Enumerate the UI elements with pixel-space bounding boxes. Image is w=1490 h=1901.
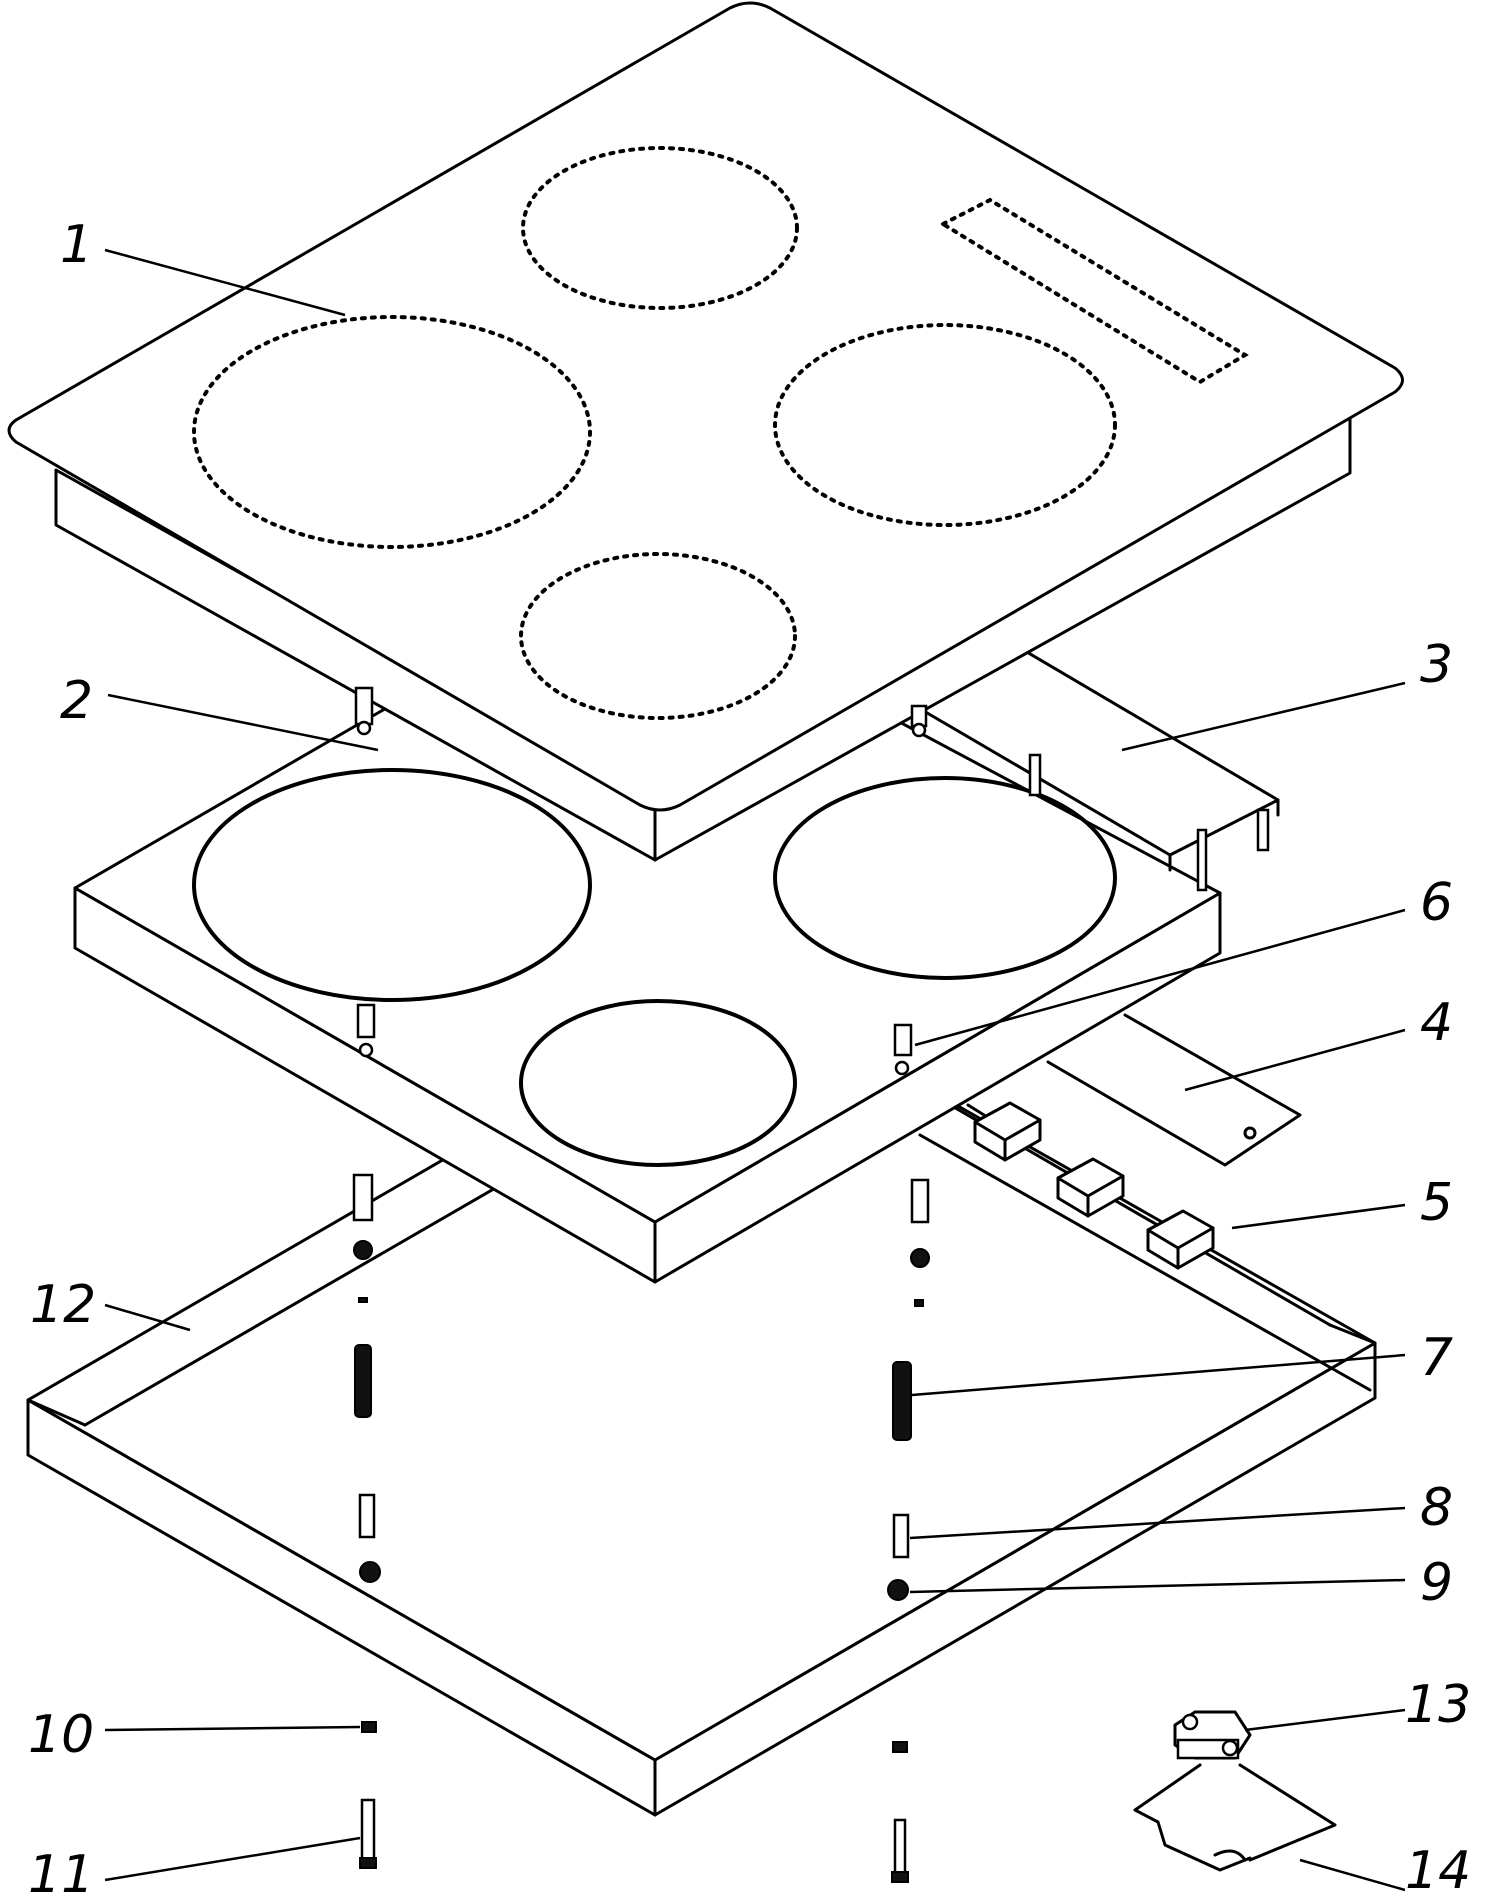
leader-line-11	[104, 1836, 361, 1882]
grommet	[359, 1561, 381, 1583]
sleeve	[358, 1493, 376, 1539]
part-labels: 1 2 3 4 5 6 7 8 9 10 11 12 13 14	[28, 215, 1471, 1901]
fastener	[893, 1023, 913, 1057]
part-label-4: 4	[1420, 993, 1453, 1053]
switch-block	[1146, 1209, 1215, 1270]
fastener	[354, 686, 374, 726]
nut	[361, 1721, 377, 1733]
heating-element-base	[73, 571, 1222, 1284]
part-label-9: 9	[1420, 1553, 1453, 1613]
screw	[893, 1818, 907, 1877]
nut	[910, 1248, 930, 1268]
leader-line-12	[104, 1303, 191, 1332]
part-label-3: 3	[1420, 635, 1453, 695]
washer	[914, 1299, 924, 1307]
nut	[353, 1240, 373, 1260]
part-label-11: 11	[28, 1845, 94, 1896]
screw-head	[891, 1871, 909, 1883]
part-label-13: 13	[1405, 1675, 1471, 1735]
grommet	[887, 1579, 909, 1601]
part-label-10: 10	[28, 1705, 94, 1765]
leader-line-1	[104, 248, 346, 317]
control-board	[918, 1101, 1372, 1392]
spacer	[352, 1173, 374, 1222]
part-label-7: 7	[1420, 1328, 1453, 1388]
sleeve	[892, 1513, 910, 1559]
leader-line-4	[1184, 1028, 1406, 1092]
switch-block	[973, 1101, 1042, 1162]
fastener	[894, 1060, 910, 1076]
fastener-column-left	[352, 686, 381, 1869]
screw-head	[359, 1857, 377, 1869]
leader-line-9	[909, 1578, 1406, 1594]
nut	[892, 1741, 908, 1753]
glass-top	[7, 1, 1404, 862]
leader-line-10	[104, 1725, 361, 1732]
leader-line-13	[1244, 1708, 1406, 1732]
spacer	[910, 1178, 930, 1224]
part-label-14: 14	[1405, 1841, 1471, 1896]
leader-line-2	[107, 693, 379, 752]
circuit-board	[1046, 1013, 1302, 1167]
leader-line-8	[909, 1506, 1406, 1540]
part-label-8: 8	[1420, 1478, 1453, 1538]
mounting-bracket	[903, 643, 1280, 892]
fastener	[911, 722, 927, 738]
mounting-plate	[1133, 1763, 1337, 1872]
spring	[892, 1361, 912, 1441]
spring	[354, 1344, 372, 1418]
leader-line-3	[1121, 681, 1406, 752]
fastener	[358, 1042, 374, 1058]
leader-line-6	[914, 908, 1406, 1047]
leader-line-5	[1231, 1203, 1406, 1230]
fastener	[356, 720, 372, 736]
switch-block	[1056, 1157, 1125, 1218]
part-label-2: 2	[60, 671, 93, 731]
fastener	[356, 1003, 376, 1039]
part-label-5: 5	[1420, 1173, 1453, 1233]
part-label-12: 12	[30, 1275, 96, 1335]
screw	[360, 1798, 376, 1862]
fastener-column-right	[887, 704, 930, 1883]
part-label-6: 6	[1420, 873, 1453, 933]
washer	[358, 1297, 368, 1303]
leader-line-14	[1299, 1858, 1406, 1892]
leader-line-7	[911, 1353, 1406, 1397]
leader-lines	[104, 248, 1406, 1892]
terminal-connector	[1173, 1710, 1252, 1760]
part-label-1: 1	[60, 215, 93, 275]
